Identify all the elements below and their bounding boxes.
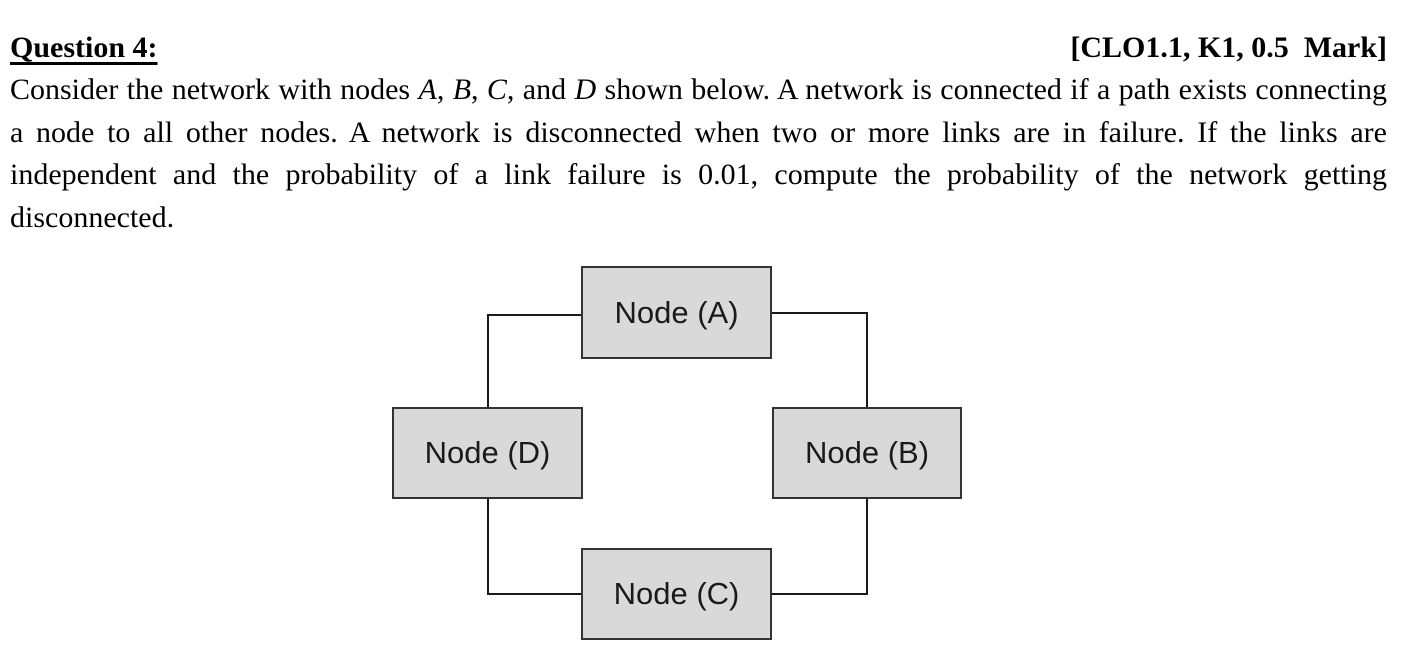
link-a-d bbox=[487, 314, 583, 408]
question-text-block: Question 4: [CLO1.1, K1, 0.5 Mark] Consi… bbox=[10, 26, 1387, 239]
node-d: Node (D) bbox=[392, 407, 583, 499]
node-b-label: Node (B) bbox=[804, 435, 930, 470]
node-b: Node (B) bbox=[772, 407, 962, 499]
link-a-b bbox=[770, 312, 868, 408]
node-d-label: Node (D) bbox=[424, 435, 551, 470]
node-a: Node (A) bbox=[581, 266, 772, 359]
question-header: Question 4: [CLO1.1, K1, 0.5 Mark] bbox=[10, 26, 1387, 69]
node-c: Node (C) bbox=[581, 548, 772, 640]
clo-mark-tag: [CLO1.1, K1, 0.5 Mark] bbox=[1070, 31, 1387, 64]
node-c-label: Node (C) bbox=[613, 576, 740, 611]
question-body: Consider the network with nodes A, B, C,… bbox=[10, 73, 1387, 234]
question-number-label: Question 4: bbox=[10, 31, 158, 64]
link-d-c bbox=[487, 499, 583, 595]
node-a-label: Node (A) bbox=[614, 294, 739, 330]
link-b-c bbox=[770, 499, 868, 595]
